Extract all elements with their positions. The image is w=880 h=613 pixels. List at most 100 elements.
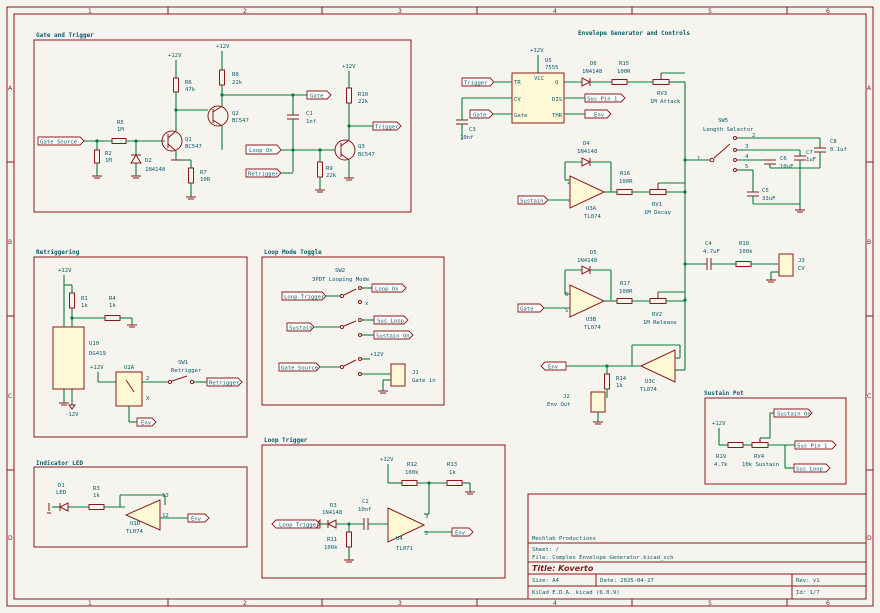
svg-text:+12V: +12V: [216, 44, 230, 50]
resistor-r10: [346, 87, 352, 104]
section-title: Envelope Generator and Controls: [578, 30, 690, 37]
svg-text:TR: TR: [514, 80, 521, 86]
svg-text:C5: C5: [762, 188, 769, 194]
svg-text:3PDT Looping Mode: 3PDT Looping Mode: [312, 277, 370, 283]
opamp-u3c: [639, 349, 676, 383]
gate-label-lower: [517, 303, 545, 313]
loop-trigger-label: [281, 291, 327, 301]
svg-text:1N4148: 1N4148: [322, 510, 343, 516]
sustain-on-label-sw: [373, 330, 414, 340]
loop-on-label: [245, 144, 282, 155]
svg-text:TL074: TL074: [126, 529, 143, 535]
svg-text:1M Attack: 1M Attack: [650, 99, 681, 105]
col-label: 2: [243, 600, 247, 607]
svg-text:4.7uF: 4.7uF: [703, 249, 720, 255]
svg-text:RV4: RV4: [754, 454, 765, 460]
svg-text:R4: R4: [109, 296, 116, 302]
svg-text:SW5: SW5: [718, 118, 728, 124]
svg-text:7555: 7555: [545, 65, 558, 71]
svg-text:Sustain On: Sustain On: [777, 412, 811, 418]
svg-text:33uF: 33uF: [762, 196, 776, 202]
svg-text:Q1: Q1: [185, 137, 192, 143]
section-title: Retriggering: [36, 249, 80, 256]
svg-text:RV1: RV1: [652, 202, 662, 208]
svg-text:R3: R3: [93, 486, 100, 492]
svg-text:22k: 22k: [358, 99, 369, 105]
gate-source-label: [37, 136, 85, 146]
svg-text:Retrigger: Retrigger: [209, 381, 240, 387]
svg-text:U4: U4: [396, 536, 403, 542]
svg-text:VCC: VCC: [534, 76, 544, 82]
col-label: 2: [243, 8, 247, 15]
ic-u10-dg419: [52, 326, 85, 390]
svg-text:10nf: 10nf: [460, 135, 473, 141]
resistor-r7: [188, 167, 194, 184]
svg-text:SW1: SW1: [178, 360, 188, 366]
svg-text:R18: R18: [739, 241, 750, 247]
resistor-r5: [111, 138, 127, 144]
svg-text:-12V: -12V: [65, 412, 79, 418]
svg-text:5: 5: [745, 164, 748, 170]
svg-text:+12V: +12V: [58, 268, 72, 274]
row-label: D: [867, 535, 872, 542]
switch-u2a: [115, 371, 143, 407]
svg-text:4.7k: 4.7k: [714, 462, 728, 468]
env-label-retrig: [136, 417, 157, 427]
retrigger-label-out: [206, 377, 243, 387]
svg-text:R1: R1: [81, 296, 88, 302]
pot-rv1: [649, 189, 667, 195]
sus-pin1-label: [584, 93, 626, 103]
row-label: B: [867, 239, 871, 246]
col-label: 3: [398, 8, 402, 15]
svg-text:Trigger: Trigger: [375, 125, 399, 131]
svg-text:Env Out: Env Out: [547, 402, 571, 408]
env-label-lt: [451, 527, 474, 537]
svg-text:Env: Env: [191, 517, 202, 523]
diode-d6: [581, 77, 592, 87]
svg-text:-: -: [567, 199, 570, 205]
switch-sw5: [709, 157, 715, 163]
pot-rv4: [751, 442, 769, 448]
svg-text:10uF: 10uF: [780, 164, 794, 170]
svg-text:Env: Env: [455, 531, 466, 537]
row-label: B: [8, 239, 12, 246]
svg-text:Trigger: Trigger: [464, 81, 488, 87]
svg-text:C7: C7: [806, 150, 813, 156]
sustain-label: [517, 195, 549, 205]
svg-text:1k: 1k: [449, 470, 456, 476]
svg-text:C6: C6: [780, 156, 787, 162]
loop-trigger-section: Loop Trigger +12V R12 100k R13 1k Loop T…: [261, 437, 506, 579]
pot-rv3: [652, 79, 670, 85]
svg-text:C4: C4: [705, 241, 712, 247]
svg-text:U5: U5: [545, 58, 552, 64]
resistor-r13: [446, 480, 463, 486]
svg-text:1M: 1M: [117, 127, 124, 133]
resistor-r2: [94, 149, 100, 164]
col-label: 4: [553, 8, 557, 15]
svg-text:10k Sustain: 10k Sustain: [742, 462, 779, 468]
diode-d5: [581, 265, 592, 275]
opamp-u4: [387, 507, 426, 543]
sus-loop-label-pot: [793, 463, 831, 473]
outer-frame: [6, 6, 874, 607]
title-block: Mechlab Productions Sheet: / File: Compl…: [527, 493, 867, 600]
svg-text:Sustain: Sustain: [520, 199, 544, 205]
resistor-r1: [69, 292, 75, 309]
svg-text:R16: R16: [620, 171, 630, 177]
svg-text:R13: R13: [447, 462, 457, 468]
svg-text:U3C: U3C: [645, 379, 655, 385]
rev: Rev: v1: [796, 578, 820, 584]
loop-mode-section: Loop Mode Toggle SW2 3PDT Looping Mode L…: [261, 249, 445, 406]
svg-text:3: 3: [425, 514, 428, 520]
sheet: Sheet: /: [532, 547, 559, 553]
loop-on-label-sw: [371, 283, 407, 293]
col-label: 1: [88, 600, 92, 607]
tool: KiCad E.D.A. kicad (6.0.9): [532, 590, 620, 596]
svg-text:J3: J3: [798, 258, 805, 264]
svg-text:BC547: BC547: [358, 152, 375, 158]
jack-j2: [590, 391, 606, 413]
svg-text:Loop On: Loop On: [375, 287, 399, 293]
inner-frame: [13, 13, 867, 600]
svg-text:RV2: RV2: [652, 312, 662, 318]
env-label-led: [187, 513, 210, 523]
